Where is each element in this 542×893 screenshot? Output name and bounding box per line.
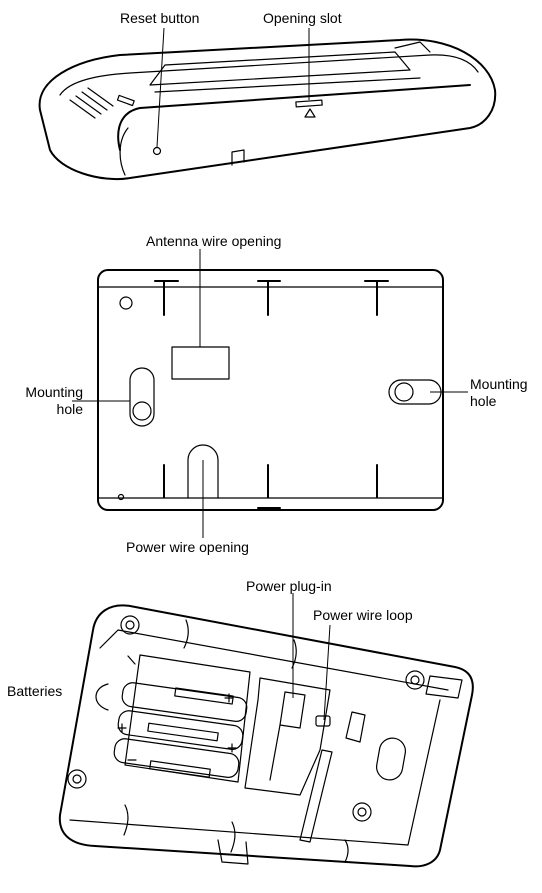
mounting-hole-left-icon bbox=[129, 367, 155, 427]
reset-button-label: Reset button bbox=[120, 10, 200, 26]
battery-compartment-view bbox=[58, 593, 474, 868]
antenna-opening-icon bbox=[171, 346, 230, 380]
device-side-view bbox=[38, 27, 497, 180]
batteries-icon bbox=[113, 682, 248, 778]
power-plug-in-label: Power plug-in bbox=[246, 578, 332, 594]
power-wire-opening-label: Power wire opening bbox=[126, 539, 249, 555]
back-plate-view bbox=[72, 249, 468, 538]
batteries-label: Batteries bbox=[7, 683, 63, 699]
reset-button-icon bbox=[152, 146, 162, 156]
antenna-wire-opening-label: Antenna wire opening bbox=[146, 233, 282, 249]
mounting-hole-left-label: Mounting hole bbox=[25, 384, 83, 417]
opening-slot-icon bbox=[295, 99, 323, 108]
power-wire-opening-icon bbox=[187, 444, 219, 499]
power-wire-loop-icon bbox=[315, 715, 331, 727]
opening-slot-label: Opening slot bbox=[263, 10, 342, 26]
mounting-hole-right-label: Mounting hole bbox=[470, 376, 528, 409]
power-wire-loop-label: Power wire loop bbox=[313, 607, 413, 623]
